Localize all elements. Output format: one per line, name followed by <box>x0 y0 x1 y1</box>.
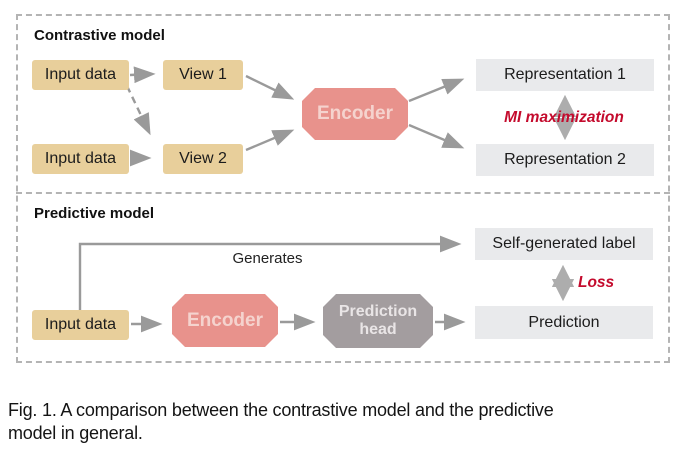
section-divider <box>16 192 670 194</box>
input-data-1-box: Input data <box>32 60 129 90</box>
self-generated-label-box: Self-generated label <box>475 228 653 260</box>
prediction-head-box: Prediction head <box>323 294 433 348</box>
view-2-box: View 2 <box>163 144 243 174</box>
predictive-section-title: Predictive model <box>34 205 155 222</box>
representation-2-box: Representation 2 <box>476 144 654 176</box>
input-data-2-box: Input data <box>32 144 129 174</box>
input-data-3-box: Input data <box>32 310 129 340</box>
figure-caption: Fig. 1. A comparison between the contras… <box>8 399 686 445</box>
predictive-encoder-box: Encoder <box>172 294 278 347</box>
figure-caption-line1: Fig. 1. A comparison between the contras… <box>8 400 554 420</box>
mi-maximization-label: MI maximization <box>504 109 624 126</box>
representation-1-box: Representation 1 <box>476 59 654 91</box>
generates-label: Generates <box>232 250 303 267</box>
loss-label: Loss <box>578 274 615 291</box>
prediction-box: Prediction <box>475 306 653 339</box>
contrastive-section-title: Contrastive model <box>34 27 165 44</box>
contrastive-encoder-box: Encoder <box>302 88 408 140</box>
view-1-box: View 1 <box>163 60 243 90</box>
figure-caption-line2: model in general. <box>8 423 143 443</box>
